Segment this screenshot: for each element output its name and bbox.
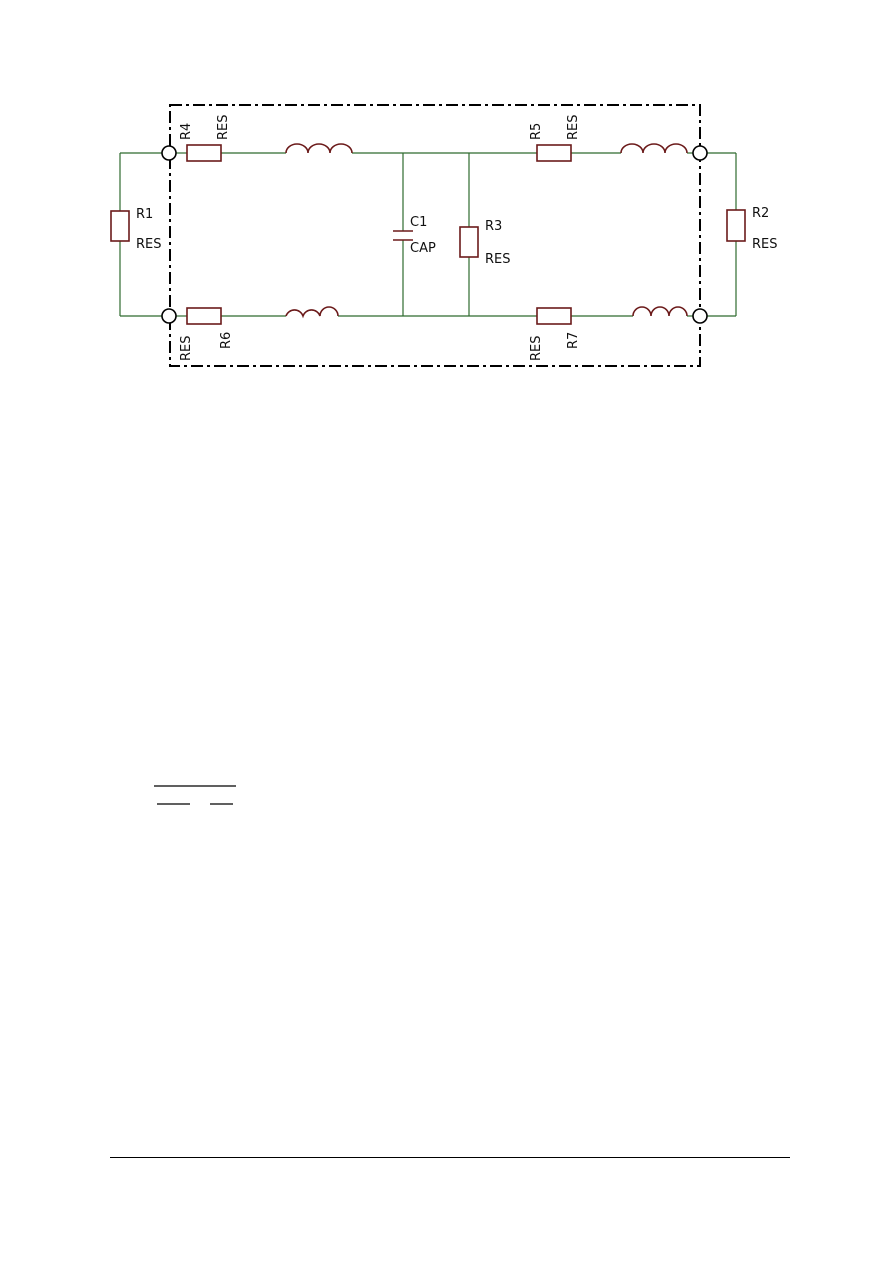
resistor-r1 bbox=[110, 210, 130, 242]
footer-rule bbox=[110, 1157, 790, 1158]
terminal-top-left bbox=[161, 145, 177, 161]
fraction-rules bbox=[154, 785, 236, 805]
label-c1-value: CAP bbox=[410, 241, 436, 256]
label-r6-value: RES bbox=[179, 336, 194, 362]
terminal-bottom-right bbox=[692, 308, 708, 324]
label-r2-ref: R2 bbox=[752, 206, 769, 221]
terminal-top-right bbox=[692, 145, 708, 161]
inductor-bottom-right bbox=[632, 306, 688, 317]
label-r4-ref: R4 bbox=[179, 123, 194, 140]
two-port-boundary bbox=[169, 104, 701, 367]
label-r3-value: RES bbox=[485, 252, 511, 267]
label-r1-value: RES bbox=[136, 237, 162, 252]
resistor-r6 bbox=[186, 307, 222, 325]
label-c1-ref: C1 bbox=[410, 215, 427, 230]
wires bbox=[119, 152, 737, 317]
terminal-bottom-left bbox=[161, 308, 177, 324]
resistor-r4 bbox=[186, 144, 222, 162]
label-r4-value: RES bbox=[216, 115, 231, 141]
label-r5-ref: R5 bbox=[529, 123, 544, 140]
label-r6-ref: R6 bbox=[219, 332, 234, 349]
label-r2-value: RES bbox=[752, 237, 778, 252]
label-r3-ref: R3 bbox=[485, 219, 502, 234]
inductor-top-left bbox=[285, 143, 353, 154]
resistor-r2 bbox=[726, 209, 746, 242]
label-r5-value: RES bbox=[566, 115, 581, 141]
label-r7-ref: R7 bbox=[566, 332, 581, 349]
resistor-r5 bbox=[536, 144, 572, 162]
label-r7-value: RES bbox=[529, 336, 544, 362]
resistor-r3 bbox=[459, 226, 479, 258]
inductor-bottom-left bbox=[285, 306, 339, 319]
resistor-r7 bbox=[536, 307, 572, 325]
inductor-top-right bbox=[620, 143, 688, 154]
label-r1-ref: R1 bbox=[136, 207, 153, 222]
capacitor-c1 bbox=[393, 230, 413, 241]
